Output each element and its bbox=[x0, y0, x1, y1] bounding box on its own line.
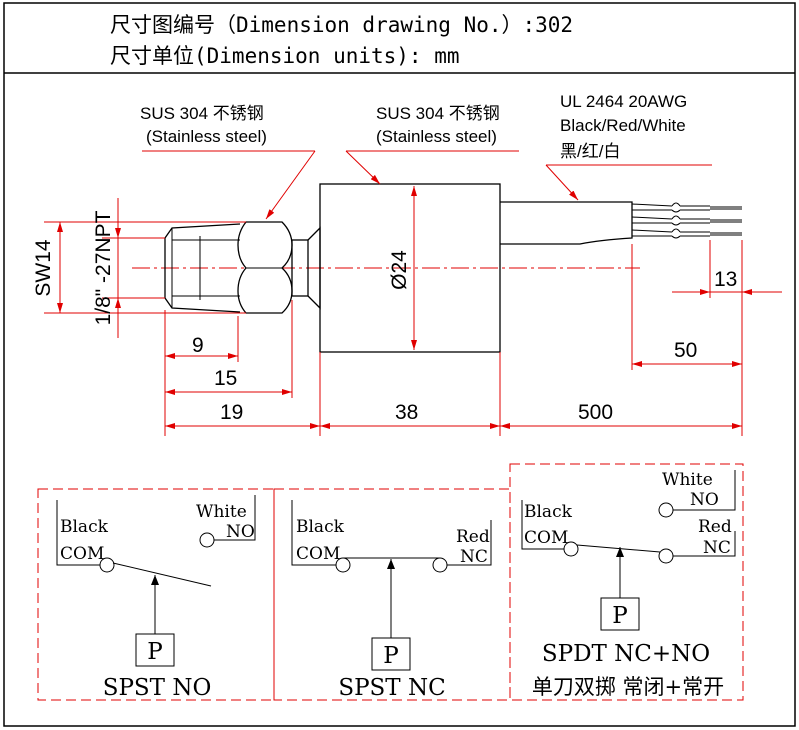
spdt-no-label: NO bbox=[690, 490, 719, 510]
dim-13-label: 13 bbox=[714, 268, 737, 291]
spst-no-common-terminal bbox=[99, 557, 115, 573]
main-body bbox=[319, 183, 501, 353]
spdt-switch-arm bbox=[576, 544, 661, 553]
schematic-spdt: Black COM White NO Red NC P SPDT NC+NO 单… bbox=[509, 463, 744, 701]
spdt-common-terminal bbox=[563, 541, 579, 557]
schematic-spst-no: Black COM White NO P SPST NO bbox=[37, 488, 275, 701]
spdt-nc-label: NC bbox=[703, 538, 731, 558]
cable-spec-label: UL 2464 20AWG bbox=[560, 92, 687, 111]
spst-no-contact-no-label: NO bbox=[226, 522, 255, 542]
spst-no-contact-label: White bbox=[196, 502, 247, 522]
dimension-units-title: 尺寸单位(Dimension units): mm bbox=[110, 44, 460, 68]
spdt-no-terminal bbox=[658, 502, 674, 518]
npt-thread-fitting bbox=[164, 223, 241, 313]
spst-nc-pressure-label: P bbox=[383, 643, 398, 669]
cable-colors-cn-label: 黑/红/白 bbox=[560, 142, 620, 161]
sw14-dimension: SW14 bbox=[32, 221, 246, 314]
spdt-nc-terminal bbox=[658, 548, 674, 564]
switch-side-view bbox=[132, 183, 742, 353]
cable-sheath bbox=[500, 201, 633, 245]
body-material-label: SUS 304 不锈钢 bbox=[376, 104, 500, 123]
dim-15-label: 15 bbox=[214, 367, 237, 390]
spst-nc-pressure-box bbox=[371, 637, 411, 671]
spst-no-contact-terminal bbox=[199, 532, 215, 548]
spst-nc-com-label: COM bbox=[296, 544, 340, 564]
dim-500-label: 500 bbox=[578, 401, 613, 424]
spst-no-pressure-box bbox=[135, 633, 175, 667]
spst-no-frame bbox=[37, 488, 275, 701]
spdt-com-label: COM bbox=[524, 528, 568, 548]
spdt-pressure-box bbox=[600, 597, 640, 631]
lead-wires bbox=[631, 202, 742, 239]
cable-spec-callout: UL 2464 20AWG Black/Red/White 黑/红/白 bbox=[545, 92, 712, 201]
neck bbox=[291, 239, 309, 297]
spst-nc-common-terminal bbox=[335, 557, 351, 573]
spst-nc-frame bbox=[273, 488, 511, 701]
spdt-no-contact-label: White bbox=[662, 470, 713, 490]
spdt-frame bbox=[509, 463, 744, 701]
spdt-nc-contact-label: Red bbox=[698, 517, 732, 537]
body-material-label-en: (Stainless steel) bbox=[376, 127, 497, 146]
spdt-caption-cn: 单刀双掷 常闭+常开 bbox=[532, 675, 724, 699]
spst-nc-contact-terminal bbox=[432, 557, 448, 573]
spst-no-caption: SPST NO bbox=[103, 675, 212, 701]
spdt-common-label: Black bbox=[524, 502, 573, 522]
fitting-material-callout: SUS 304 不锈钢 (Stainless steel) bbox=[140, 104, 316, 220]
spst-no-com-label: COM bbox=[60, 544, 104, 564]
spdt-caption: SPDT NC+NO bbox=[542, 641, 710, 667]
dim-19-label: 19 bbox=[220, 401, 243, 424]
npt-label: 1/8" -27NPT bbox=[92, 210, 115, 325]
spdt-pressure-label: P bbox=[612, 603, 627, 629]
spst-nc-contact-label: Red bbox=[456, 527, 490, 547]
drawing-frame bbox=[3, 2, 796, 727]
fitting-material-label: SUS 304 不锈钢 bbox=[140, 104, 264, 123]
dim-38-label: 38 bbox=[395, 401, 418, 424]
dim-50-label: 50 bbox=[674, 339, 697, 362]
drawing-number-title: 尺寸图编号（Dimension drawing No.）:302 bbox=[110, 13, 573, 37]
npt-dimension: 1/8" -27NPT bbox=[92, 198, 165, 338]
spst-no-common-label: Black bbox=[60, 517, 109, 537]
spst-nc-common-label: Black bbox=[296, 517, 345, 537]
length-dimensions: 9 15 19 38 500 50 13 bbox=[164, 240, 782, 436]
cable-colors-label: Black/Red/White bbox=[560, 116, 686, 135]
diameter-dimension: Ø24 bbox=[388, 186, 417, 350]
schematic-spst-nc: Black COM Red NC P SPST NC bbox=[273, 488, 511, 701]
spst-nc-contact-nc-label: NC bbox=[460, 547, 488, 567]
dim-9-label: 9 bbox=[192, 334, 204, 357]
spst-nc-caption: SPST NC bbox=[338, 675, 445, 701]
body-material-callout: SUS 304 不锈钢 (Stainless steel) bbox=[345, 104, 519, 185]
sw14-label: SW14 bbox=[32, 239, 55, 297]
spst-no-pressure-label: P bbox=[147, 639, 162, 665]
spst-no-switch-arm bbox=[112, 562, 212, 587]
diameter-label: Ø24 bbox=[388, 250, 411, 290]
fitting-material-label-en: (Stainless steel) bbox=[146, 127, 267, 146]
